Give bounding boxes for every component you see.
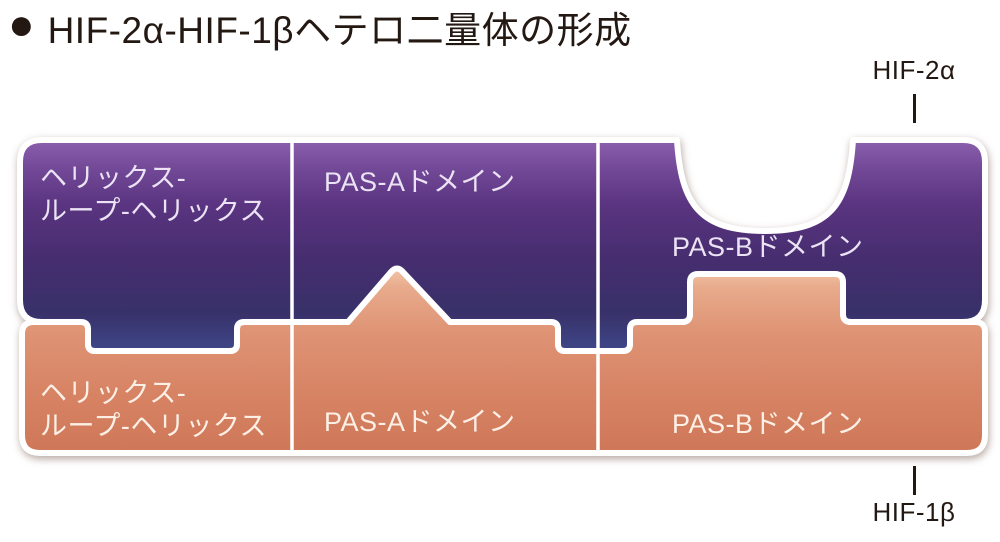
hif1b-pasa-label: PAS-Aドメイン	[324, 407, 516, 437]
bullet-icon: ●	[8, 0, 35, 49]
hif1b-pasb-label: PAS-Bドメイン	[672, 409, 864, 439]
hif2a-hlh-label: ヘリックス- ループ-ヘリックス	[40, 162, 267, 228]
hif1b-pointer-line	[913, 466, 916, 495]
hif1b-annotation: HIF-1β	[872, 497, 956, 527]
hif1b-hlh-label: ヘリックス- ループ-ヘリックス	[40, 377, 267, 443]
hif1b-hlh-line2: ループ-ヘリックス	[40, 411, 268, 441]
figure-title-text: HIF-2α-HIF-1βヘテロ二量体の形成	[47, 10, 632, 51]
hif2a-hlh-line1: ヘリックス-	[40, 163, 187, 193]
figure-title: ● HIF-2α-HIF-1βヘテロ二量体の形成	[8, 2, 632, 52]
hif2a-pointer-line	[913, 94, 916, 123]
hif2a-pasa-label: PAS-Aドメイン	[324, 167, 516, 197]
hif2a-annotation: HIF-2α	[872, 55, 956, 85]
hif2a-shape	[17, 137, 988, 354]
hif2a-hlh-line2: ループ-ヘリックス	[40, 196, 268, 226]
hif1b-hlh-line1: ヘリックス-	[40, 378, 187, 408]
hif2a-pasb-label: PAS-Bドメイン	[672, 232, 864, 262]
